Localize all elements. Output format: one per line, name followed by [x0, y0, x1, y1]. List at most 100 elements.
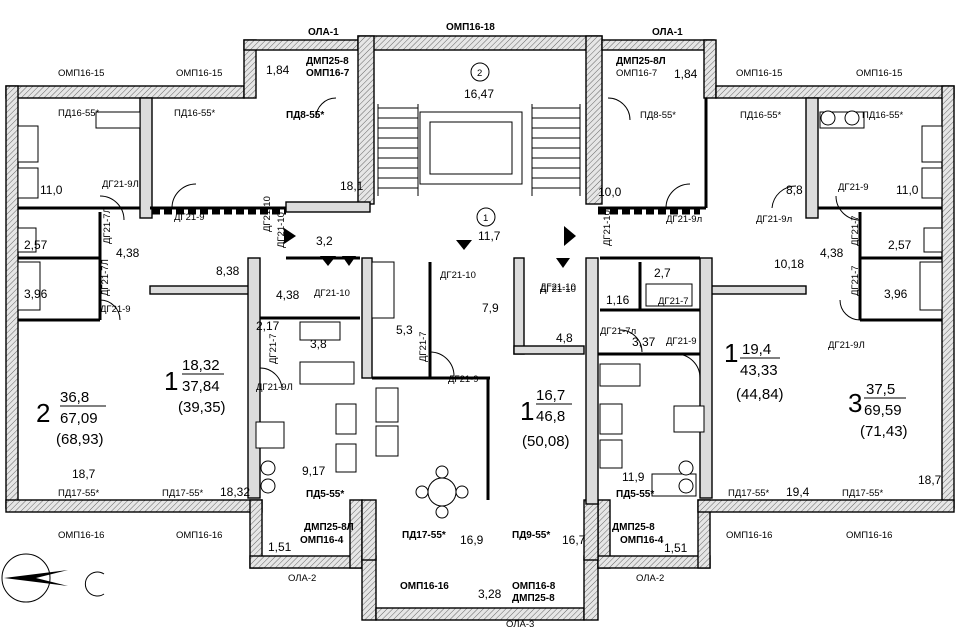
- apartment-number: 1: [164, 366, 178, 396]
- apartment-number: 3: [848, 388, 862, 418]
- room-area: 19,4: [786, 485, 810, 499]
- partition-label: ПД16-55*: [174, 108, 216, 119]
- room-area: 4,38: [116, 246, 140, 260]
- door-label: ДГ21-9: [100, 304, 131, 315]
- room-area: 11,0: [896, 183, 919, 197]
- balcony-area: 1,84: [266, 63, 290, 77]
- room-area: 18,7: [918, 473, 942, 487]
- door-label: ДГ21-9: [666, 336, 697, 347]
- apartment-living: 18,32: [182, 357, 220, 374]
- door-label: ДГ21-10: [440, 270, 476, 281]
- top-element-center: ОМП16-18: [446, 22, 495, 33]
- room-area: 3,96: [24, 287, 48, 301]
- bottom-element: ОМП16-16: [400, 581, 449, 592]
- apartment-living: 16,7: [536, 387, 565, 404]
- room-area: 18,1: [340, 179, 364, 193]
- bottom-element: ДМП25-8: [512, 593, 555, 604]
- room-area: 3,37: [632, 335, 656, 349]
- apartment-total: 67,09: [60, 410, 98, 427]
- room-area: 2,57: [24, 238, 48, 252]
- outer-element: ОМП16-15: [176, 68, 222, 79]
- block-label: ОМП16-4: [300, 535, 344, 546]
- door-label: ДГ21-10: [276, 212, 287, 248]
- room-area: 2,57: [888, 238, 912, 252]
- apartment-living: 19,4: [742, 341, 771, 358]
- partition-label: ПД17-55*: [728, 488, 770, 499]
- door-label: ДГ21-7Л: [102, 207, 113, 244]
- outer-element: ОМП16-15: [58, 68, 104, 79]
- room-area: 18,7: [72, 467, 96, 481]
- door-swings: [99, 97, 861, 391]
- block-label: ОМП16-7: [616, 68, 657, 79]
- interior-walls: [18, 97, 942, 505]
- apartment-total: 43,33: [740, 362, 778, 379]
- door-label: ДГ21-10: [314, 288, 350, 299]
- apartment-living: 36,8: [60, 389, 89, 406]
- partition-label: ПД17-55*: [842, 488, 884, 499]
- partition-label: ПД16-55*: [862, 110, 904, 121]
- room-area: 3,8: [310, 337, 327, 351]
- room-area: 3,2: [316, 234, 333, 248]
- door-label: ДГ21-7: [268, 333, 279, 364]
- outer-element: ОМП16-16: [846, 530, 892, 541]
- block-label: ОМП16-7: [306, 68, 350, 79]
- door-label: ДГ21-7: [418, 331, 429, 362]
- outer-element: ОМП16-15: [736, 68, 782, 79]
- stair-mark-number: 2: [477, 68, 482, 79]
- door-label: ДГ21-9л: [756, 214, 792, 225]
- partition-label: ПД8-55*: [286, 110, 324, 121]
- room-area: 8,8: [786, 183, 803, 197]
- apartment-total: 37,84: [182, 378, 220, 395]
- room-area: 2,17: [256, 319, 280, 333]
- room-area: 9,17: [302, 464, 326, 478]
- fixtures: [17, 110, 943, 519]
- door-label: ДГ21-10: [262, 196, 273, 232]
- partition-label: ПД8-55*: [640, 110, 676, 121]
- room-area: 10,0: [598, 185, 622, 199]
- outer-element: ОМП16-16: [58, 530, 104, 541]
- door-label: ДГ21-9: [174, 212, 205, 223]
- apartment-with-balcony: (44,84): [736, 386, 784, 403]
- labels: ОЛА-1 ОМП16-18 ОЛА-1 ОМП16-15 ОМП16-15 О…: [24, 22, 942, 630]
- partition-label: ПД9-55*: [512, 530, 550, 541]
- room-area: 8,38: [216, 264, 240, 278]
- outer-element: ОМП16-16: [176, 530, 222, 541]
- door-label: ДГ21-7: [658, 296, 689, 307]
- room-area: 4,8: [556, 331, 573, 345]
- room-area: 5,3: [396, 323, 413, 337]
- room-area: 11,0: [40, 183, 63, 197]
- room-area: 16,7: [562, 533, 586, 547]
- apartment-number: 2: [36, 398, 50, 428]
- room-area: 4,38: [276, 288, 300, 302]
- apartment-number: 1: [724, 338, 738, 368]
- apartment-living: 37,5: [866, 381, 895, 398]
- room-area: 7,9: [482, 301, 499, 315]
- partition-label: ПД16-55*: [58, 108, 100, 119]
- top-element-left: ОЛА-1: [308, 27, 339, 38]
- door-label: ДГ21-10: [540, 284, 576, 295]
- door-label: ДГ21-7л: [600, 326, 636, 337]
- apartment-number: 1: [520, 396, 534, 426]
- bottom-element: ОЛА-2: [288, 573, 316, 584]
- room-area: 10,18: [774, 257, 804, 271]
- bottom-element: ОЛА-2: [636, 573, 664, 584]
- outer-walls: [5, 35, 955, 621]
- door-label: ДГ21-10: [602, 210, 613, 246]
- partition-label: ПД17-55*: [162, 488, 204, 499]
- apartment-total: 69,59: [864, 402, 902, 419]
- balcony-area: 1,51: [268, 540, 292, 554]
- block-label: ДМП25-8Л: [616, 56, 666, 67]
- door-label: ДГ21-9: [838, 182, 869, 193]
- balcony-area: 1,84: [674, 67, 698, 81]
- bottom-element: ОЛА-3: [506, 619, 534, 630]
- door-label: ДГ21-10: [540, 282, 576, 293]
- stair-mark-number: 1: [483, 213, 488, 224]
- room-area: 1,16: [606, 293, 630, 307]
- stair-markers: [470, 62, 496, 227]
- apartment-with-balcony: (68,93): [56, 431, 104, 448]
- door-label: ДГ21-9Л: [102, 179, 139, 190]
- partition-label: ПД5-55*: [306, 489, 344, 500]
- staircase: [377, 104, 581, 196]
- room-area: 11,9: [622, 470, 645, 484]
